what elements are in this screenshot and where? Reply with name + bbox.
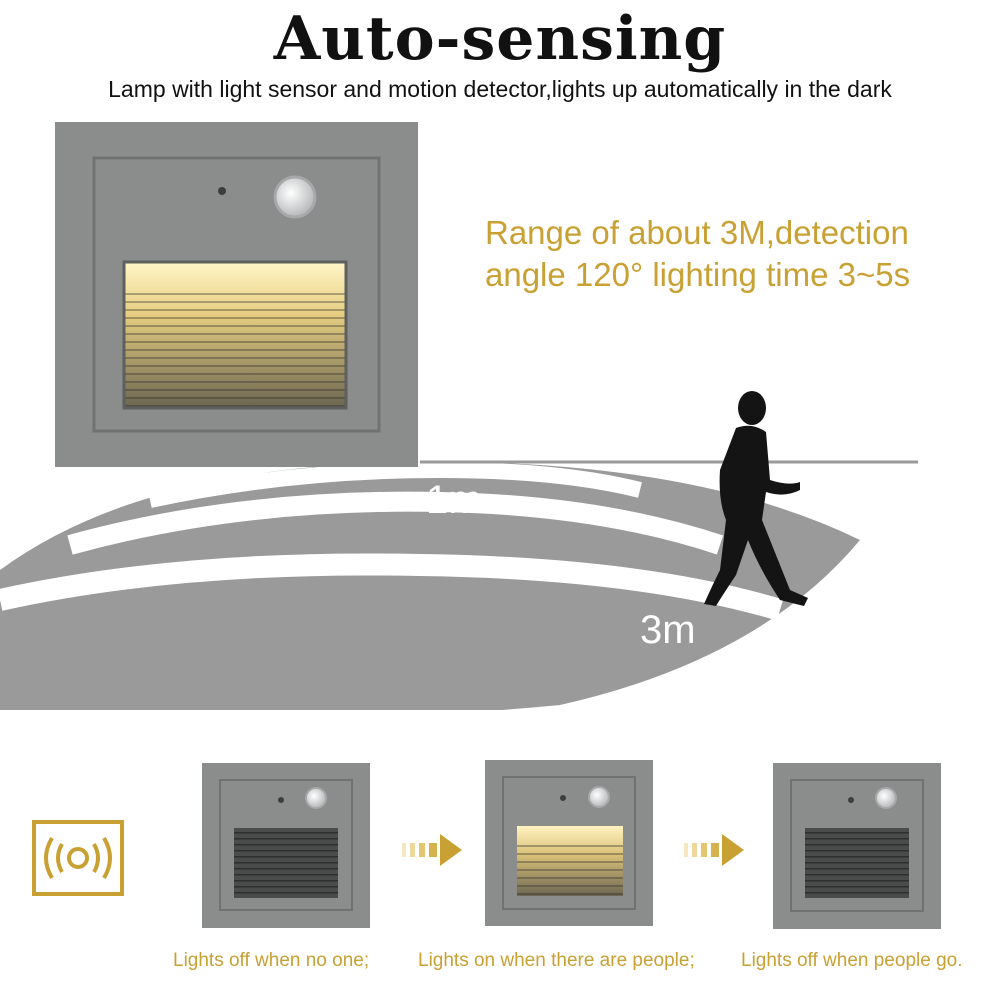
arrow-right-icon (684, 834, 744, 866)
motion-sensor-icon (32, 820, 124, 896)
detection-floor (0, 460, 1000, 750)
caption-lights-off: Lights off when no one; (173, 950, 370, 971)
caption-lights-off-after: Lights off when people go. (741, 950, 963, 971)
detection-ring-band-2 (67, 491, 724, 555)
caption-lights-on: Lights on when there are people; (418, 950, 695, 971)
page-subtitle: Lamp with light sensor and motion detect… (108, 76, 892, 102)
walking-person-icon (704, 391, 808, 606)
pir-sensor-icon (273, 175, 317, 219)
spec-line-range: Range of about 3M,detection (485, 214, 909, 251)
page-title: Auto-sensing (273, 4, 727, 74)
lamp-on-state (485, 760, 653, 926)
lamp-off-state-after (773, 763, 941, 929)
light-sensor-icon (218, 187, 226, 195)
distance-label-far: 3m (640, 608, 696, 652)
lamp-large (55, 122, 418, 467)
detection-ring-band-1 (0, 553, 784, 621)
lamp-off-state (202, 763, 370, 928)
detection-ring-band-3 (148, 461, 642, 508)
distance-label-near: 1m (426, 478, 482, 522)
arrow-right-icon (402, 834, 462, 866)
spec-line-angle: angle 120° lighting time 3~5s (485, 256, 911, 293)
spec-text: Range of about 3M,detection angle 120° l… (485, 212, 985, 296)
